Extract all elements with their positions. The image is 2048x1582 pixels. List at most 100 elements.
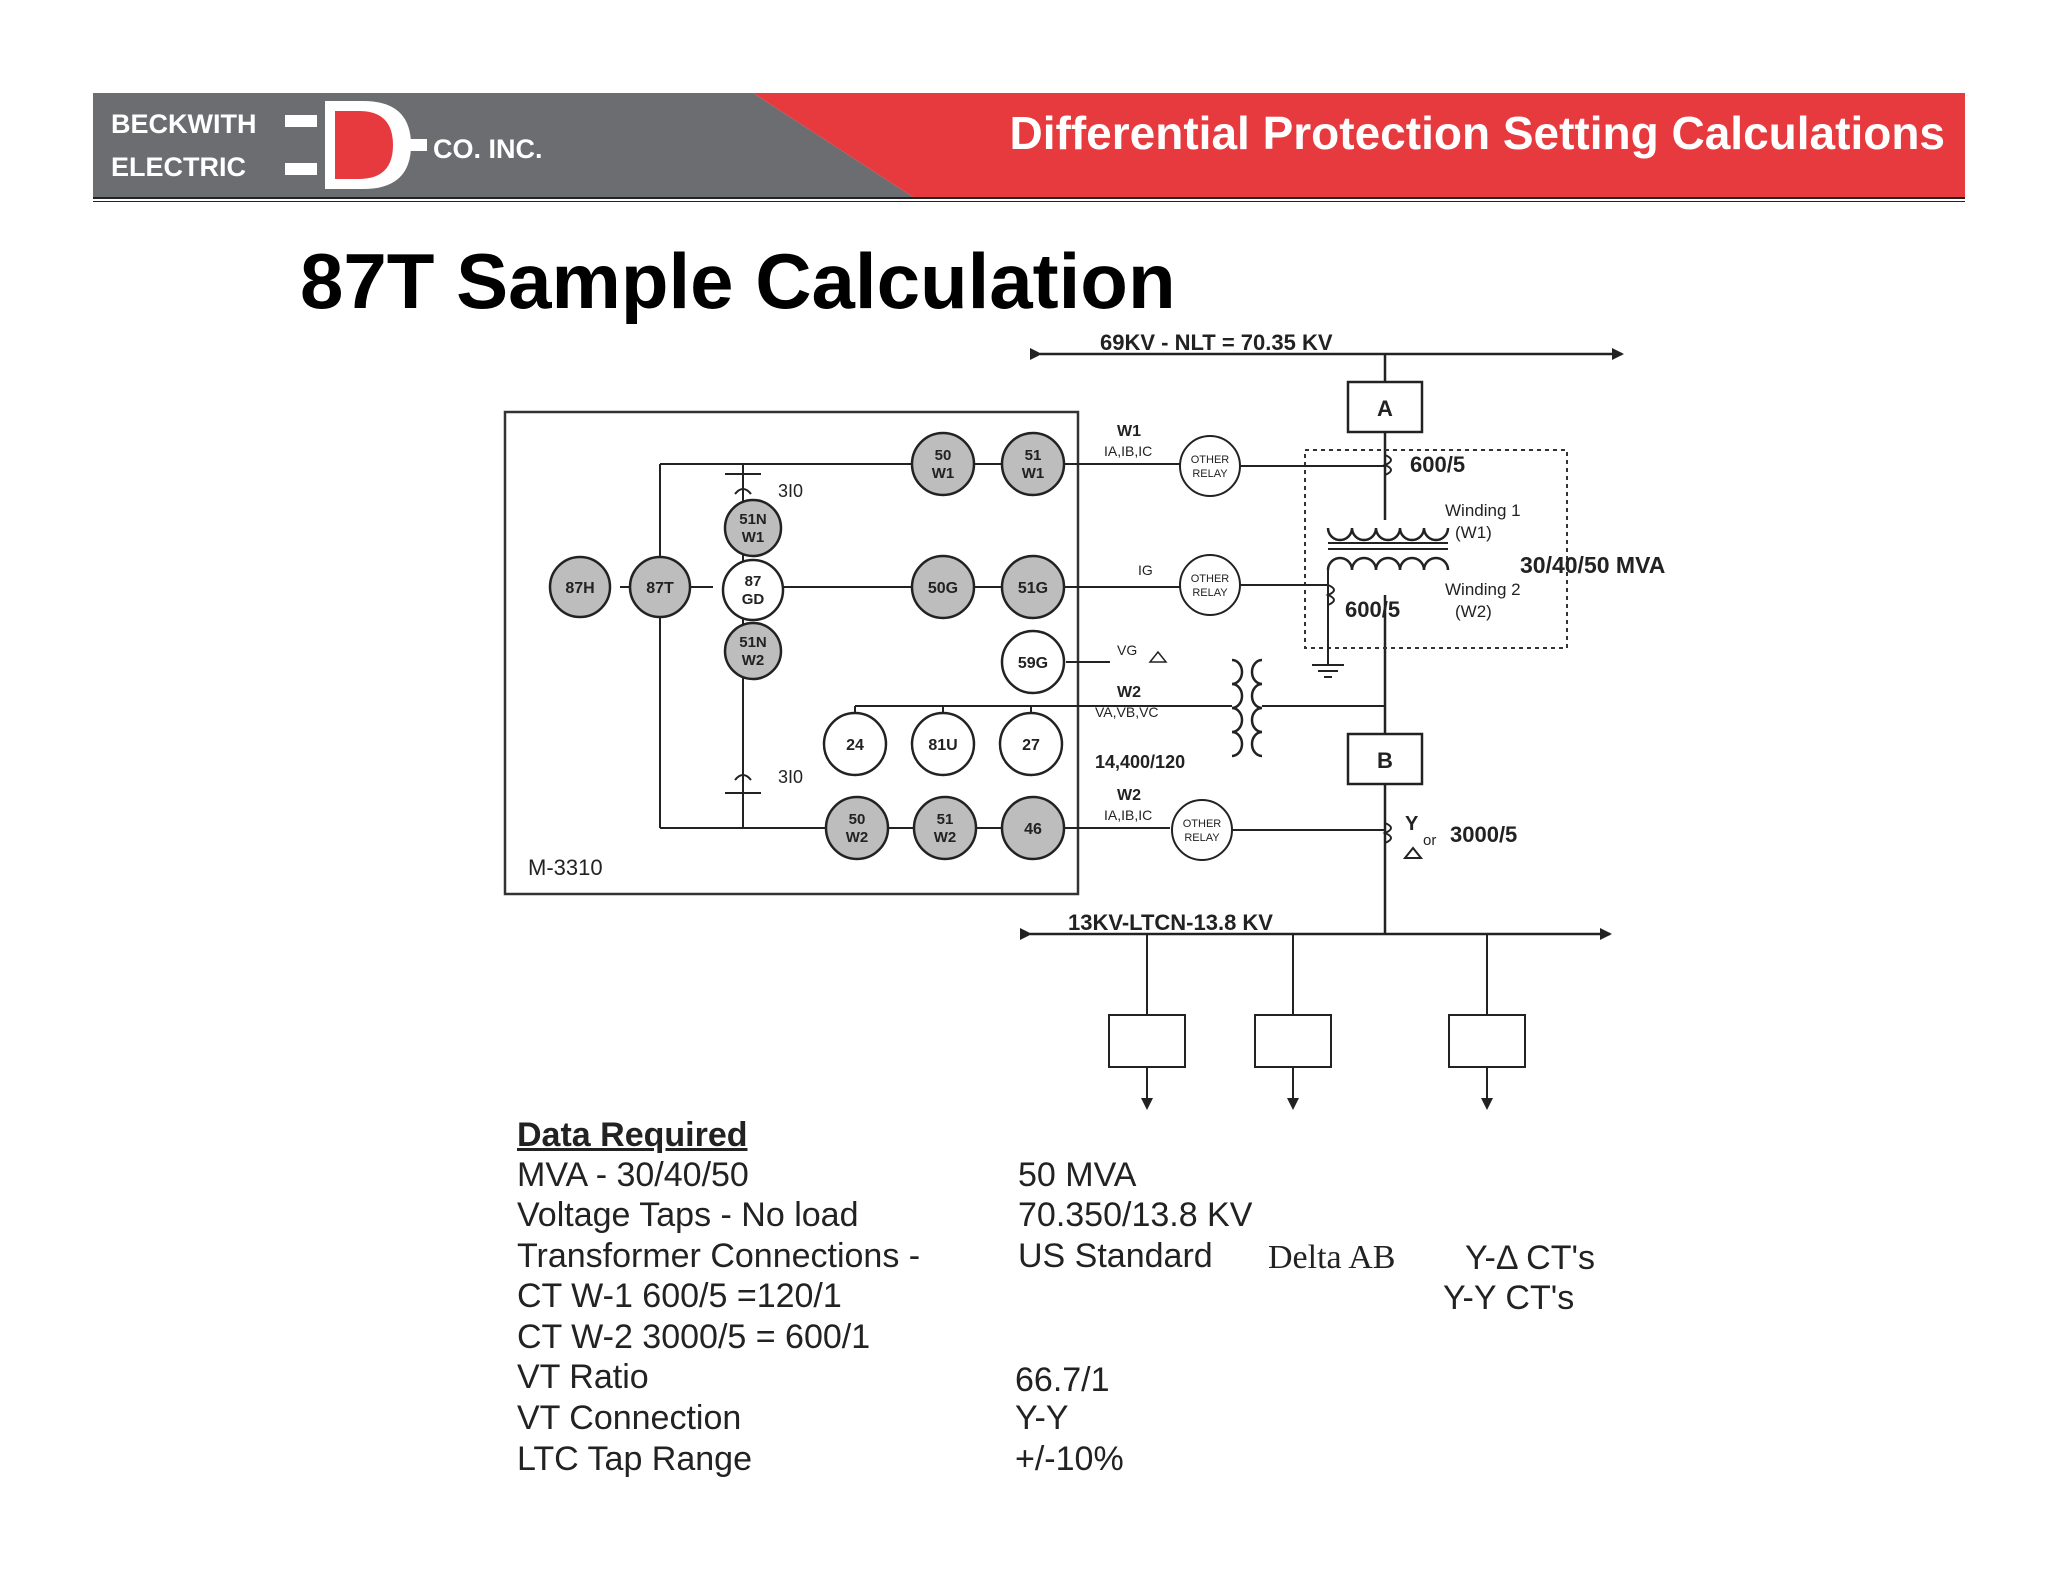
- svg-text:87: 87: [745, 573, 762, 590]
- winding-2-label: Winding 2: [1445, 580, 1521, 599]
- row-2-value: US Standard: [1018, 1237, 1213, 1275]
- feeder-3: [1448, 934, 1526, 1110]
- relay-87h-label: 87H: [565, 580, 594, 597]
- vt-ratio-label: 14,400/120: [1095, 752, 1185, 772]
- ct-w2-conn-y: Y: [1405, 813, 1419, 835]
- row-3-note: Y-Y CT's: [1443, 1279, 1575, 1317]
- ct-neutral-coil: [1325, 584, 1335, 606]
- ct-w2-ratio: 3000/5: [1450, 822, 1517, 847]
- svg-text:W1: W1: [742, 529, 765, 546]
- svg-text:24: 24: [846, 737, 864, 754]
- delta-icon: [1148, 650, 1168, 663]
- svg-text:51: 51: [937, 811, 954, 828]
- transformer-enclosure: [1304, 449, 1568, 649]
- svg-text:51G: 51G: [1018, 580, 1048, 597]
- svg-text:46: 46: [1024, 821, 1042, 838]
- ct-neutral-ratio: 600/5: [1345, 597, 1400, 622]
- ct-w2-coil: [1382, 822, 1392, 844]
- svg-text:W2: W2: [742, 652, 765, 669]
- relay-27: 27: [998, 711, 1064, 777]
- row-7-value: +/-10%: [1015, 1440, 1124, 1478]
- row-3-label: CT W-1 600/5 =120/1: [517, 1277, 842, 1315]
- svg-text:50: 50: [849, 811, 866, 828]
- winding-1-coil: [1326, 527, 1450, 542]
- sig-w1-label: W1: [1117, 423, 1141, 440]
- other-relay-ground: OTHER RELAY: [1179, 554, 1241, 616]
- sig-ig: IG: [1138, 562, 1153, 578]
- lv-bus-label: 13KV-LTCN-13.8 KV: [1068, 910, 1273, 935]
- winding-1-short: (W1): [1455, 523, 1492, 542]
- sig-w2-ct-label: W2: [1117, 787, 1141, 804]
- svg-text:51N: 51N: [739, 511, 767, 528]
- row-4-label: CT W-2 3000/5 = 600/1: [517, 1318, 871, 1356]
- row-2-value-extra: Delta AB: [1268, 1239, 1396, 1276]
- winding-2-coil: [1326, 556, 1450, 571]
- data-required-heading: Data Required: [517, 1116, 748, 1154]
- sig-w2-currents: IA,IB,IC: [1104, 807, 1152, 823]
- header-banner: BECKWITH ELECTRIC CO. INC. Differential …: [93, 93, 1965, 197]
- relay-87h: 87H: [548, 555, 612, 619]
- logo-line-2: ELECTRIC: [111, 152, 246, 182]
- svg-text:W2: W2: [846, 829, 869, 846]
- feeder-2: [1254, 934, 1332, 1110]
- row-2-label: Transformer Connections -: [517, 1237, 921, 1275]
- relay-59g: 59G: [1000, 629, 1066, 695]
- svg-text:50G: 50G: [928, 580, 958, 597]
- vt-secondary-coil: [1250, 658, 1263, 758]
- svg-text:W2: W2: [934, 829, 957, 846]
- svg-text:OTHER: OTHER: [1191, 454, 1230, 466]
- svg-text:W1: W1: [932, 465, 955, 482]
- winding-2-short: (W2): [1455, 602, 1492, 621]
- sig-vg: VG: [1117, 642, 1137, 658]
- svg-text:W1: W1: [1022, 465, 1045, 482]
- row-7-label: LTC Tap Range: [517, 1440, 752, 1478]
- relay-87t-label: 87T: [646, 580, 674, 597]
- svg-text:OTHER: OTHER: [1191, 573, 1230, 585]
- svg-text:51: 51: [1025, 447, 1042, 464]
- ct-w1-ratio: 600/5: [1410, 452, 1465, 477]
- row-0-value: 50 MVA: [1018, 1156, 1137, 1194]
- relay-model: M-3310: [528, 855, 603, 880]
- sig-w1-currents: IA,IB,IC: [1104, 443, 1152, 459]
- row-6-value: Y-Y: [1015, 1399, 1069, 1437]
- row-5-value: 66.7/1: [1015, 1361, 1110, 1399]
- hv-bus-label: 69KV - NLT = 70.35 KV: [1100, 330, 1333, 355]
- row-0-label: MVA - 30/40/50: [517, 1156, 749, 1194]
- feeder-1: [1108, 934, 1186, 1110]
- section-title: Differential Protection Setting Calculat…: [1010, 107, 1945, 159]
- svg-text:RELAY: RELAY: [1184, 832, 1220, 844]
- breaker-b: [1346, 732, 1424, 786]
- row-1-label: Voltage Taps - No load: [517, 1196, 859, 1234]
- svg-text:GD: GD: [742, 591, 765, 608]
- svg-text:81U: 81U: [928, 737, 957, 754]
- row-1-value: 70.350/13.8 KV: [1018, 1196, 1253, 1234]
- svg-text:RELAY: RELAY: [1192, 468, 1228, 480]
- other-relay-w1: OTHER RELAY: [1179, 435, 1241, 497]
- breaker-b-label: B: [1377, 748, 1393, 773]
- three-i0-bottom: 3I0: [778, 767, 803, 787]
- logo-suffix: CO. INC.: [433, 134, 543, 164]
- svg-text:59G: 59G: [1018, 655, 1048, 672]
- slide-title: 87T Sample Calculation: [300, 237, 1176, 325]
- svg-text:RELAY: RELAY: [1192, 587, 1228, 599]
- transformer-rating: 30/40/50 MVA: [1520, 552, 1665, 578]
- banner-red-panel: [753, 93, 1965, 197]
- relay-87t: 87T: [628, 555, 692, 619]
- svg-text:OTHER: OTHER: [1183, 818, 1222, 830]
- other-relay-w2: OTHER RELAY: [1171, 799, 1233, 861]
- relay-50g: 50G: [910, 554, 976, 620]
- relay-46: 46: [1000, 795, 1066, 861]
- svg-text:27: 27: [1022, 737, 1040, 754]
- header-rule-top: [93, 197, 1965, 199]
- vt-primary-coil: [1231, 658, 1244, 758]
- header-rule-bottom: [93, 201, 1965, 202]
